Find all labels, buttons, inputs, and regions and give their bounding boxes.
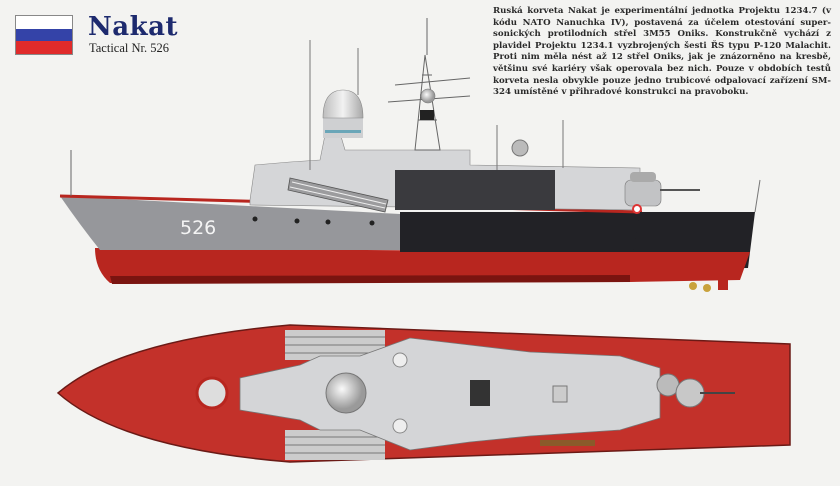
radar-dome-plan [325, 372, 367, 414]
hull-boot-red [95, 248, 640, 283]
radar-dome [322, 89, 364, 119]
superstructure-plan [239, 337, 661, 451]
hull-dark [400, 212, 642, 252]
main-gun-plan [675, 378, 705, 408]
hull-number: 526 [180, 217, 216, 239]
flag-stripe-white [16, 16, 72, 29]
plan-view [56, 324, 791, 463]
profile-view: 526 [59, 18, 761, 292]
flag-stripe-red [16, 41, 72, 55]
flag-stripe-blue [16, 28, 72, 42]
main-gun-turret [624, 179, 662, 207]
hull-grey [60, 196, 402, 250]
ship-name-title: Nakat [88, 12, 178, 42]
russian-flag [15, 15, 73, 55]
description-text: Ruská korveta Nakat je experimentální je… [493, 6, 831, 98]
lattice-mast [387, 18, 471, 151]
life-ring [632, 204, 642, 214]
tactical-number: Tactical Nr. 526 [89, 41, 169, 55]
missile-launcher [287, 177, 389, 213]
